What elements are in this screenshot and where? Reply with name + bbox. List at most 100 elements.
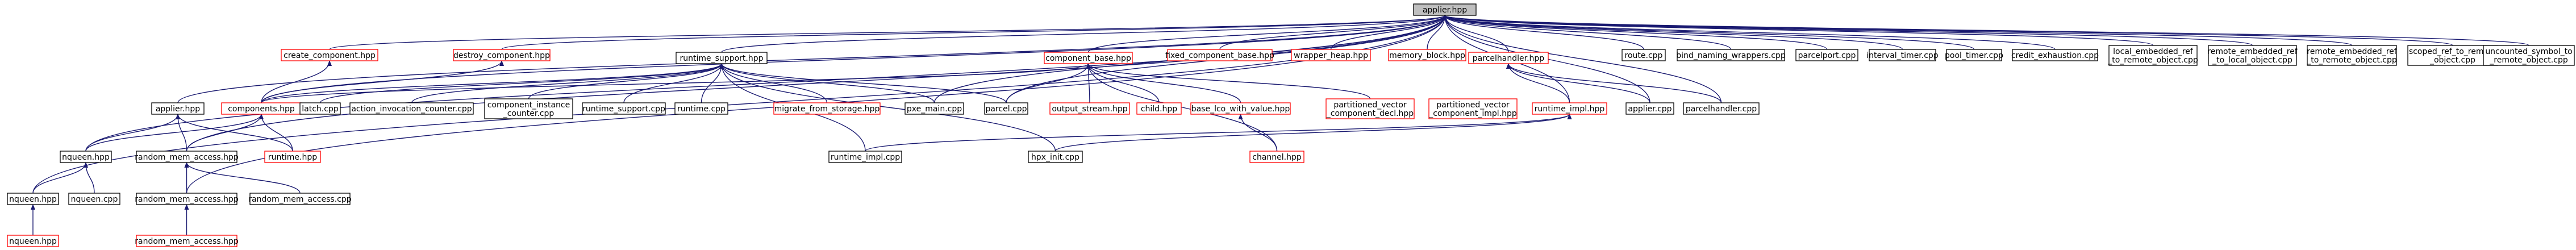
component-base-hpp-node[interactable]: component_base.hpp (1044, 52, 1133, 64)
node-box (2307, 45, 2397, 66)
applier-cpp-node[interactable]: applier.cpp (1625, 102, 1674, 115)
output-stream-hpp-node[interactable]: output_stream.hpp (1049, 102, 1130, 115)
memory-block-hpp-node[interactable]: memory_block.hpp (1388, 49, 1466, 61)
migrate-from-storage-hpp-node[interactable]: migrate_from_storage.hpp (773, 102, 881, 115)
node-box (1468, 52, 1549, 64)
node-label: runtime_support.hpp (680, 54, 764, 63)
include-edge (865, 114, 1572, 152)
include-edge (1443, 15, 1903, 50)
action-invocation-counter-cpp-node[interactable]: action_invocation_counter.cpp (349, 102, 474, 115)
local-embedded-ref-to-remote-object-cpp-node[interactable]: local_embedded_ref_to_remote_object.cpp (2107, 45, 2198, 66)
node-label: nqueen.hpp (9, 195, 57, 204)
random-mem-access-cpp-node[interactable]: random_mem_access.cpp (248, 193, 352, 205)
runtime-support-cpp-node[interactable]: runtime_support.cpp (582, 102, 666, 115)
node-label: _component_decl.hpp (1326, 109, 1414, 118)
runtime-hpp-node[interactable]: runtime.hpp (264, 151, 321, 163)
runtime-cpp-node[interactable]: runtime.cpp (674, 102, 728, 115)
uncounted-symbol-to-remote-object-cpp-node[interactable]: uncounted_symbol_to_remote_object.cpp (2483, 45, 2575, 66)
node-label: random_mem_access.hpp (135, 195, 239, 204)
node-label: local_embedded_ref (2113, 47, 2194, 56)
node-box (1683, 102, 1760, 115)
include-edge (1238, 114, 1278, 152)
node-box (349, 102, 474, 115)
node-label: parcelport.cpp (1798, 51, 1856, 60)
include-edge (701, 63, 724, 103)
node-label: remote_embedded_ref (2207, 47, 2298, 56)
node-label: base_lco_with_value.hpp (1191, 105, 1290, 114)
node-box (1249, 151, 1304, 163)
include-edge (1006, 63, 1091, 103)
parcel-cpp-node[interactable]: parcel.cpp (984, 102, 1028, 115)
node-label: applier.hpp (1423, 6, 1467, 15)
include-edge (184, 162, 301, 194)
include-edge (261, 63, 1091, 103)
hpx-init-cpp-node[interactable]: hpx_init.cpp (1028, 151, 1083, 163)
scoped-ref-to-remote-object-cpp-node[interactable]: scoped_ref_to_remote_object.cpp (2407, 45, 2498, 66)
node-label: scoped_ref_to_remote (2409, 47, 2496, 56)
include-edge (1054, 114, 1572, 152)
random-mem-access-hpp-node[interactable]: random_mem_access.hpp (135, 235, 239, 247)
fixed-component-base-hpp-node[interactable]: fixed_component_base.hpp (1165, 49, 1274, 61)
nqueen-hpp-node[interactable]: nqueen.hpp (60, 151, 112, 163)
applier-hpp-node[interactable]: applier.hpp (1413, 3, 1477, 16)
node-label: random_mem_access.hpp (135, 153, 239, 162)
include-edge (261, 15, 1447, 103)
channel-hpp-node[interactable]: channel.hpp (1249, 151, 1304, 163)
applier-hpp-node[interactable]: applier.hpp (151, 102, 205, 115)
parcelport-cpp-node[interactable]: parcelport.cpp (1795, 49, 1858, 61)
latch-cpp-node[interactable]: latch.cpp (299, 102, 341, 115)
random-mem-access-hpp-node[interactable]: random_mem_access.hpp (135, 151, 239, 163)
components-hpp-node[interactable]: components.hpp (221, 102, 302, 115)
node-label: fixed_component_base.hpp (1165, 51, 1274, 60)
parcelhandler-hpp-node[interactable]: parcelhandler.hpp (1468, 52, 1549, 64)
runtime-impl-cpp-node[interactable]: runtime_impl.cpp (828, 151, 902, 163)
node-box (484, 98, 573, 119)
partitioned-vector-component-impl-hpp-node[interactable]: partitioned_vector_component_impl.hpp (1428, 98, 1518, 119)
node-label: latch.cpp (302, 105, 339, 114)
random-mem-access-hpp-node[interactable]: random_mem_access.hpp (135, 193, 239, 205)
base-lco-with-value-hpp-node[interactable]: base_lco_with_value.hpp (1190, 102, 1291, 115)
runtime-impl-hpp-node[interactable]: runtime_impl.hpp (1532, 102, 1607, 115)
wrapper-heap-hpp-node[interactable]: wrapper_heap.hpp (1291, 49, 1371, 61)
bind-naming-wrappers-cpp-node[interactable]: bind_naming_wrappers.cpp (1676, 49, 1786, 61)
include-edge (1443, 15, 2529, 46)
node-label: runtime.cpp (677, 105, 726, 114)
component-instance-counter-cpp-node[interactable]: component_instance_counter.cpp (484, 98, 573, 119)
runtime-support-hpp-node[interactable]: runtime_support.hpp (676, 52, 768, 64)
child-hpp-node[interactable]: child.hpp (1136, 102, 1182, 115)
destroy-component-hpp-node[interactable]: destroy_component.hpp (453, 49, 551, 61)
include-edge (85, 114, 180, 152)
nqueen-hpp-node[interactable]: nqueen.hpp (7, 193, 59, 205)
node-label: parcelhandler.cpp (1686, 105, 1757, 114)
node-box (7, 235, 59, 247)
include-edge (1443, 15, 1975, 50)
remote-embedded-ref-to-remote-object-cpp-node[interactable]: remote_embedded_ref_to_remote_object.cpp (2306, 45, 2398, 66)
interval-timer-cpp-node[interactable]: interval_timer.cpp (1866, 49, 1939, 61)
partitioned-vector-component-decl-hpp-node[interactable]: partitioned_vector_component_decl.hpp (1325, 98, 1415, 119)
include-edge (719, 63, 828, 103)
pool-timer-cpp-node[interactable]: pool_timer.cpp (1945, 49, 2003, 61)
node-box (453, 49, 551, 61)
create-component-hpp-node[interactable]: create_component.hpp (281, 49, 378, 61)
node-box (1413, 3, 1477, 16)
node-box (136, 193, 237, 205)
node-label: _to_local_object.cpp (2212, 56, 2292, 65)
nqueen-cpp-node[interactable]: nqueen.cpp (68, 193, 120, 205)
node-label: uncounted_symbol_to (2485, 47, 2572, 56)
route-cpp-node[interactable]: route.cpp (1622, 49, 1666, 61)
node-label: runtime_impl.cpp (831, 153, 900, 162)
node-label: applier.cpp (1628, 105, 1672, 114)
credit-exhaustion-cpp-node[interactable]: credit_exhaustion.cpp (2011, 49, 2099, 61)
node-label: create_component.hpp (284, 51, 376, 60)
node-label: child.hpp (1141, 105, 1177, 114)
node-box (7, 193, 59, 205)
nqueen-hpp-node[interactable]: nqueen.hpp (7, 235, 59, 247)
node-label: applier.hpp (156, 105, 200, 114)
remote-embedded-ref-to-local-object-cpp-node[interactable]: remote_embedded_ref_to_local_object.cpp (2207, 45, 2298, 66)
node-box (1190, 102, 1291, 115)
node-box (984, 102, 1028, 115)
node-box (1869, 49, 1936, 61)
pxe-main-cpp-node[interactable]: pxe_main.cpp (904, 102, 964, 115)
parcelhandler-cpp-node[interactable]: parcelhandler.cpp (1683, 102, 1760, 115)
